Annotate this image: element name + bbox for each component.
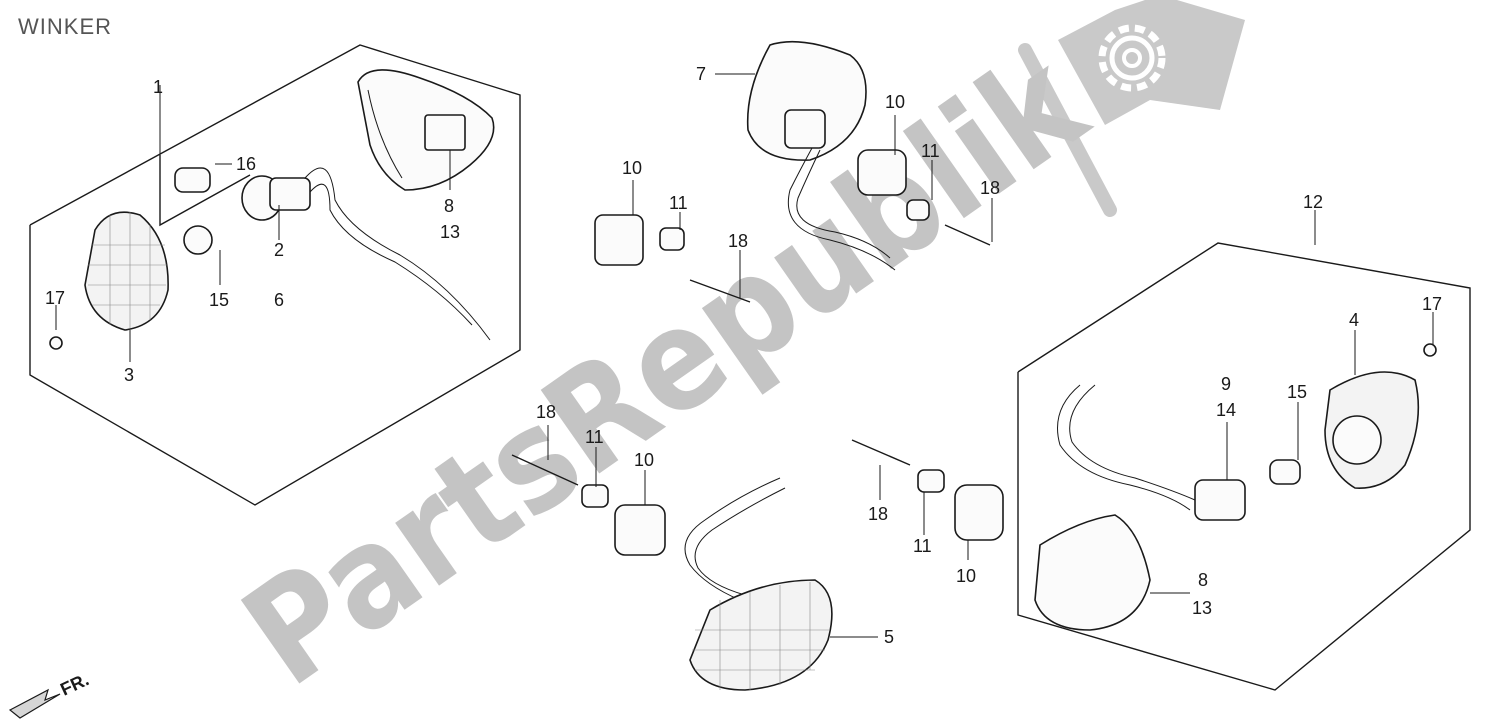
callout-10: 10: [956, 566, 976, 586]
callout-10: 10: [634, 450, 654, 470]
rear-bottom-winker-assembly: [511, 439, 1004, 691]
page-title: WINKER: [18, 14, 112, 39]
lens-left-pattern: [88, 212, 168, 328]
watermark-text: PartsRepublik: [216, 21, 1114, 718]
callout-5: 5: [884, 627, 894, 647]
bulb-socket-box: [159, 155, 251, 227]
callout-15: 15: [1287, 382, 1307, 402]
socket-block-left: [424, 114, 466, 151]
callout-3: 3: [124, 365, 134, 385]
callout-18: 18: [980, 178, 1000, 198]
assembly-box-left: [29, 44, 521, 506]
front-right-winker-assembly: [1017, 210, 1471, 691]
wire-right-b: [1069, 384, 1196, 501]
wire-7b: [796, 149, 891, 259]
screw-17-left: [49, 336, 63, 350]
lens-5: [689, 579, 833, 691]
callout-10: 10: [885, 92, 905, 112]
callout-13: 13: [1192, 598, 1212, 618]
winker-body-left-inner: [367, 89, 403, 179]
callout-7: 7: [696, 64, 706, 84]
callout-18: 18: [868, 504, 888, 524]
callout-9: 9: [1221, 374, 1231, 394]
callout-13: 13: [440, 222, 460, 242]
callout-18: 18: [536, 402, 556, 422]
front-left-winker-assembly: [29, 44, 521, 506]
socket-left-back: [269, 177, 311, 211]
watermark-pole: [1018, 43, 1117, 217]
rear-top-winker-assembly: [594, 40, 991, 303]
wire-left-2: [309, 183, 473, 326]
callout-15: 15: [209, 290, 229, 310]
direction-label: FR.: [57, 669, 92, 699]
grommet-10-top-right: [857, 149, 907, 196]
collar-11-top-left: [659, 227, 685, 251]
collar-11-top-right: [906, 199, 930, 221]
wire-7: [787, 147, 896, 271]
wire-right: [1057, 384, 1191, 511]
callout-6: 6: [274, 290, 284, 310]
leader-lines: [55, 73, 1434, 638]
grommet-10-bottom-left: [614, 504, 666, 556]
callout-17: 17: [1422, 294, 1442, 314]
callout-17: 17: [45, 288, 65, 308]
callout-1: 1: [153, 77, 163, 97]
callout-11: 11: [913, 536, 932, 556]
socket-9: [1194, 479, 1246, 521]
bolt-18-bottom-right: [851, 439, 911, 466]
screw-17-right: [1423, 343, 1437, 357]
callout-11: 11: [921, 141, 940, 161]
callout-11: 11: [585, 427, 604, 447]
callout-10: 10: [622, 158, 642, 178]
bulb-16: [174, 167, 211, 193]
callout-12: 12: [1303, 192, 1323, 212]
wire-left: [304, 167, 491, 341]
collar-11-bottom-left: [581, 484, 609, 508]
grommet-10-top-left: [594, 214, 644, 266]
bolt-18-top-left: [689, 279, 751, 303]
winker-body-7: [746, 40, 867, 161]
wire-5b: [694, 487, 786, 596]
bulb-left: [183, 225, 213, 255]
callout-2: 2: [274, 240, 284, 260]
callout-14: 14: [1216, 400, 1236, 420]
assembly-box-right: [1017, 242, 1471, 691]
lens-left: [84, 211, 169, 331]
gear-icon: [1098, 24, 1166, 92]
collar-11-bottom-right: [917, 469, 945, 493]
callout-8: 8: [444, 196, 454, 216]
arrow-front-icon: FR.: [8, 669, 92, 719]
bolt-18-bottom-left: [511, 454, 579, 486]
lens-4-socket: [1332, 415, 1382, 465]
callout-8: 8: [1198, 570, 1208, 590]
callout-16: 16: [236, 154, 256, 174]
bolt-18-top-right: [944, 224, 991, 246]
callout-18: 18: [728, 231, 748, 251]
socket-block-7: [784, 109, 826, 149]
winker-body-right: [1034, 514, 1151, 631]
lens-5-pattern: [692, 582, 830, 690]
grommet-10-bottom-right: [954, 484, 1004, 541]
wire-5: [684, 477, 781, 601]
bulb-15-right: [1269, 459, 1301, 485]
callout-11: 11: [669, 193, 688, 213]
callouts: 1 16 8 13 2 6 15 17 3 7 10 11 18 10 11 1…: [45, 64, 1442, 647]
callout-4: 4: [1349, 310, 1359, 330]
